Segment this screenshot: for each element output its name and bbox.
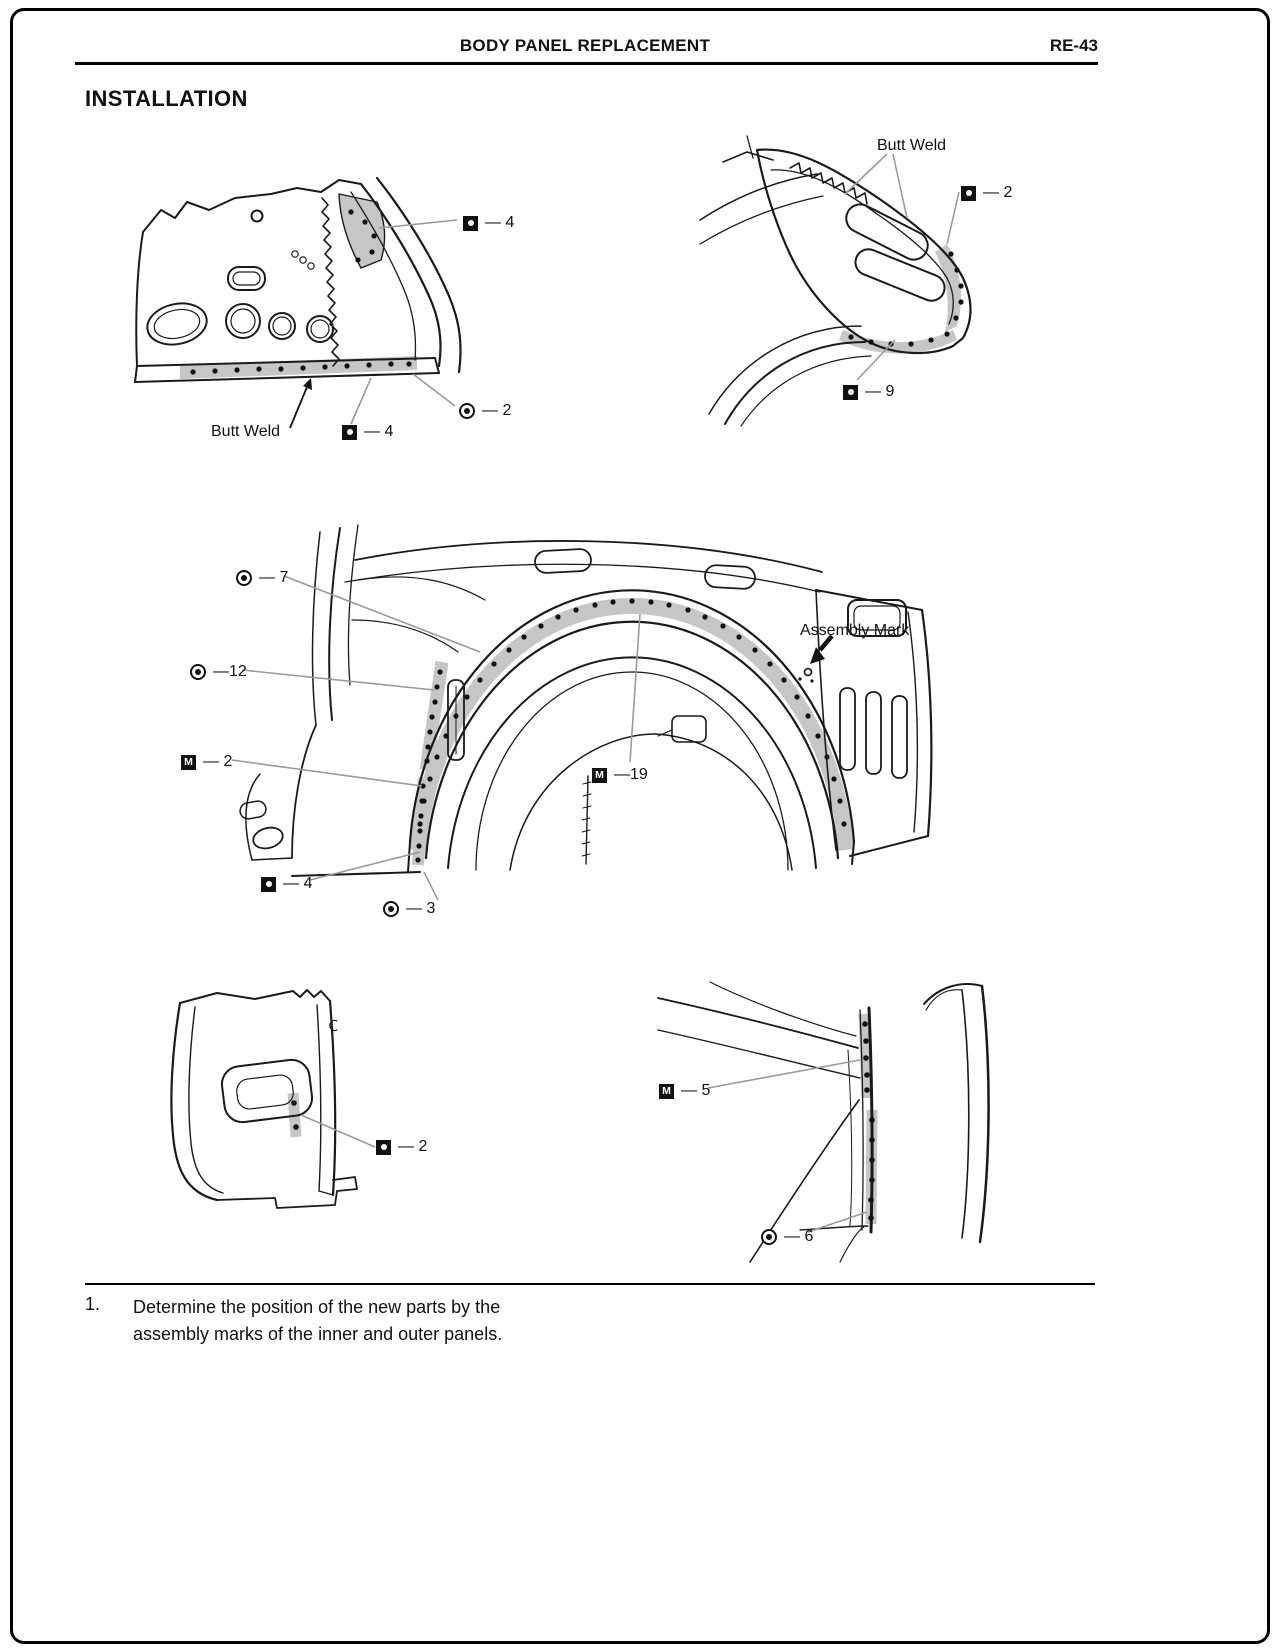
weld-count: — 9 [865,383,895,400]
weld-callout: — 4 [463,214,514,232]
weld-count: — 4 [283,875,313,892]
leader-lines [300,1114,376,1148]
step-text-line1: Determine the position of the new parts … [133,1297,501,1317]
mig-weld-icon: M [592,767,607,783]
leader-lines [707,1059,868,1233]
assembly-mark-label: Assembly Mark [800,622,910,639]
assembly-mark-arrow [798,634,834,683]
weld-callout: M — 5 [659,1082,710,1100]
leader-lines [844,153,960,381]
page-number: RE-43 [1049,36,1098,55]
weld-count: — 5 [681,1082,711,1099]
weld-callout: — 4 [261,875,312,893]
weld-count: — 3 [406,900,436,917]
diagram-wheel-housing [231,524,933,901]
weld-callout: — 4 [342,423,393,441]
weld-callout: —12 [190,663,247,681]
butt-weld-label: Butt Weld [877,137,947,154]
weld-callout: — 3 [383,900,435,918]
weld-callout: — 6 [761,1228,813,1246]
weld-count: —19 [614,766,648,783]
weld-dots [415,598,847,863]
plug-weld-icon [261,876,276,892]
diagram-quarter-panel-edge [657,981,990,1263]
step-number: 1. [85,1294,101,1314]
weld-callout: — 2 [961,184,1012,202]
weld-dots [291,1100,299,1130]
page-title: BODY PANEL REPLACEMENT [459,36,711,55]
weld-count: — 4 [364,423,394,440]
weld-count: — 2 [398,1138,428,1155]
plug-weld-icon [961,185,976,201]
weld-callout: M —19 [592,766,648,784]
diagram-sail-panel [699,135,972,427]
spot-weld-icon [761,1229,777,1245]
weld-count: —12 [213,663,247,680]
diagram-quarter-inner-panel [134,176,462,429]
section-title: INSTALLATION [85,86,248,111]
mig-weld-icon: M [659,1083,674,1099]
weld-callout: — 2 [376,1138,427,1156]
leader-lines [350,219,458,425]
footer-divider [85,1283,1095,1285]
butt-weld-seam [789,162,868,205]
weld-count: — 2 [203,753,233,770]
plug-weld-icon [843,384,858,400]
plug-weld-icon [463,215,478,231]
leader-lines [231,575,641,901]
weld-callout: — 2 [459,402,511,420]
weld-count: — 4 [485,214,515,231]
diagram-lock-pillar [170,989,376,1209]
step-text-line2: assembly marks of the inner and outer pa… [133,1324,503,1344]
spot-weld-icon [190,664,206,680]
butt-weld-label: Butt Weld [211,423,281,440]
weld-count: — 2 [983,184,1013,201]
spot-weld-icon [236,570,252,586]
shaded-weld-areas [180,194,417,379]
weld-count: — 2 [482,402,512,419]
mig-weld-icon: M [181,754,196,770]
butt-weld-seam [321,197,340,367]
spot-weld-icon [459,403,475,419]
butt-weld-arrow [289,378,312,429]
page-border [10,8,1270,1644]
weld-callout: — 7 [236,569,288,587]
plug-weld-icon [376,1139,391,1155]
weld-count: — 6 [784,1228,814,1245]
header-divider [75,62,1098,65]
weld-count: — 7 [259,569,289,586]
weld-dots [190,209,412,375]
inner-seam [585,775,589,865]
weld-callout: — 9 [843,383,894,401]
weld-callout: M — 2 [181,753,232,771]
step-text: Determine the position of the new parts … [133,1294,502,1348]
spot-weld-icon [383,901,399,917]
weld-dots [862,1021,875,1221]
plug-weld-icon [342,424,357,440]
